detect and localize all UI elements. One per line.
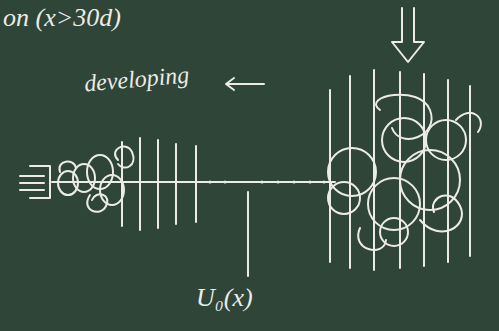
annotation: developing <box>83 61 190 96</box>
variable-label: U₀(x) <box>196 284 253 313</box>
profile-lines <box>122 138 196 230</box>
centerline-dots <box>208 180 325 183</box>
flow-arrow <box>392 8 424 62</box>
direction-arrow <box>226 78 264 90</box>
velocity-line <box>247 192 249 276</box>
large-eddies <box>328 95 481 250</box>
profile-lines <box>330 70 470 270</box>
jet-lines <box>20 176 44 190</box>
heading-note: on (x>30d) <box>3 4 121 33</box>
